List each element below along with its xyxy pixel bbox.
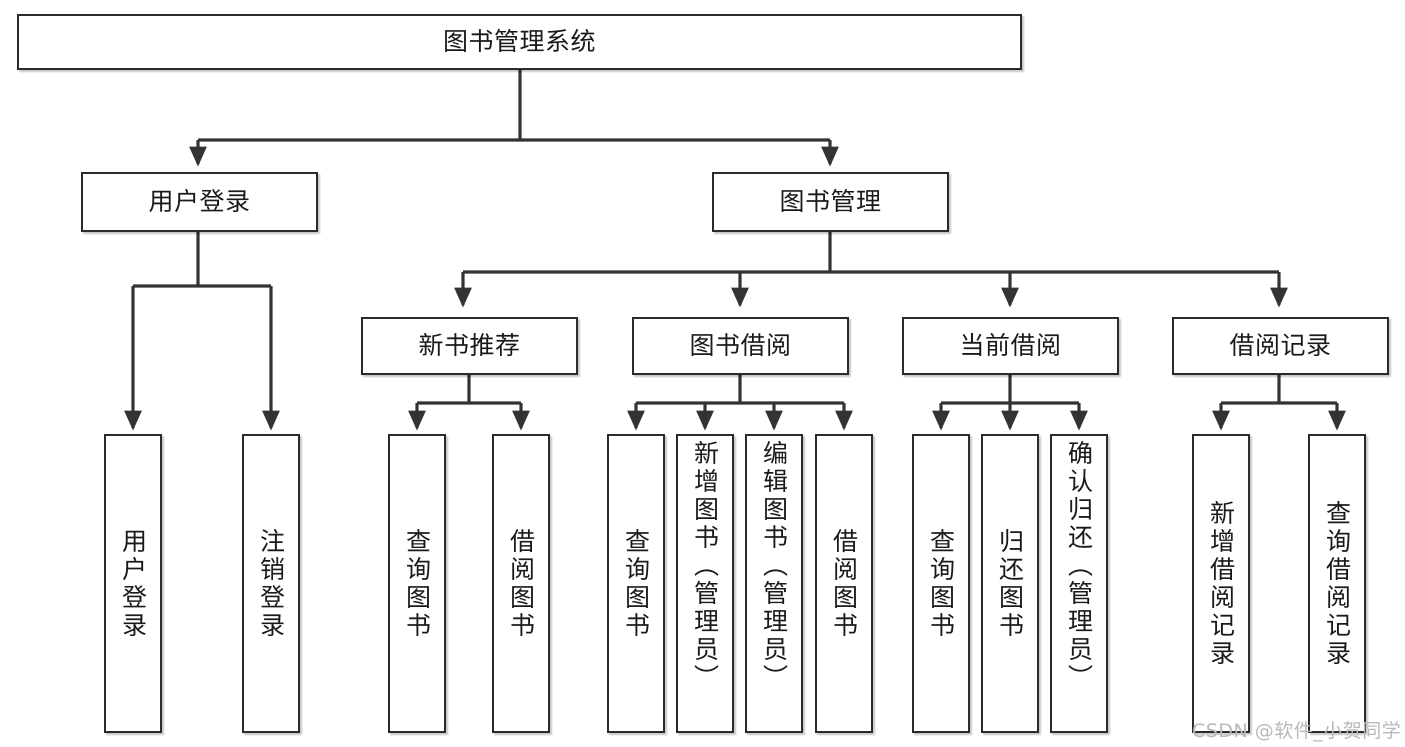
node-current-borrow-label: 当前借阅	[959, 331, 1062, 361]
node-leaf-current-borrow-confirm[interactable]: 确认归还（管理员）	[1050, 434, 1108, 733]
node-leaf-borrow-record-query[interactable]: 查询借阅记录	[1308, 434, 1366, 733]
node-new-book-recommend[interactable]: 新书推荐	[361, 317, 578, 375]
node-user-login[interactable]: 用户登录	[81, 172, 318, 232]
node-leaf-label: 新增借阅记录	[1206, 499, 1236, 668]
node-leaf-current-borrow-query[interactable]: 查询图书	[912, 434, 970, 733]
node-leaf-label: 借阅图书	[829, 527, 859, 640]
node-leaf-label: 查询图书	[402, 527, 432, 640]
node-borrow-record-label: 借阅记录	[1229, 331, 1332, 361]
node-leaf-label: 查询图书	[621, 527, 651, 640]
node-new-book-recommend-label: 新书推荐	[418, 331, 521, 361]
node-leaf-book-borrow-edit[interactable]: 编辑图书（管理员）	[745, 434, 803, 733]
node-root[interactable]: 图书管理系统	[17, 14, 1022, 70]
node-leaf-label: 注销登录	[256, 527, 286, 640]
node-book-borrow-label: 图书借阅	[689, 331, 792, 361]
node-leaf-user-login-logout[interactable]: 注销登录	[242, 434, 300, 733]
node-leaf-label: 查询图书	[926, 527, 956, 640]
node-leaf-user-login-login[interactable]: 用户登录	[104, 434, 162, 733]
node-leaf-label: 借阅图书	[506, 527, 536, 640]
node-leaf-book-borrow-add[interactable]: 新增图书（管理员）	[676, 434, 734, 733]
node-root-label: 图书管理系统	[442, 27, 596, 57]
node-current-borrow[interactable]: 当前借阅	[902, 317, 1119, 375]
node-leaf-label: 新增图书（管理员）	[690, 440, 720, 692]
node-user-login-label: 用户登录	[148, 187, 251, 217]
node-borrow-record[interactable]: 借阅记录	[1172, 317, 1389, 375]
node-leaf-label: 用户登录	[118, 527, 148, 640]
node-book-borrow[interactable]: 图书借阅	[632, 317, 849, 375]
node-leaf-current-borrow-return[interactable]: 归还图书	[981, 434, 1039, 733]
node-book-management[interactable]: 图书管理	[712, 172, 949, 232]
node-book-management-label: 图书管理	[779, 187, 882, 217]
node-leaf-label: 查询借阅记录	[1322, 499, 1352, 668]
node-leaf-label: 确认归还（管理员）	[1064, 440, 1094, 692]
node-leaf-label: 编辑图书（管理员）	[759, 440, 789, 692]
node-leaf-label: 归还图书	[995, 527, 1025, 640]
node-leaf-borrow-record-add[interactable]: 新增借阅记录	[1192, 434, 1250, 733]
node-leaf-book-borrow-borrow[interactable]: 借阅图书	[815, 434, 873, 733]
node-leaf-new-book-borrow[interactable]: 借阅图书	[492, 434, 550, 733]
node-leaf-new-book-query[interactable]: 查询图书	[388, 434, 446, 733]
node-leaf-book-borrow-query[interactable]: 查询图书	[607, 434, 665, 733]
